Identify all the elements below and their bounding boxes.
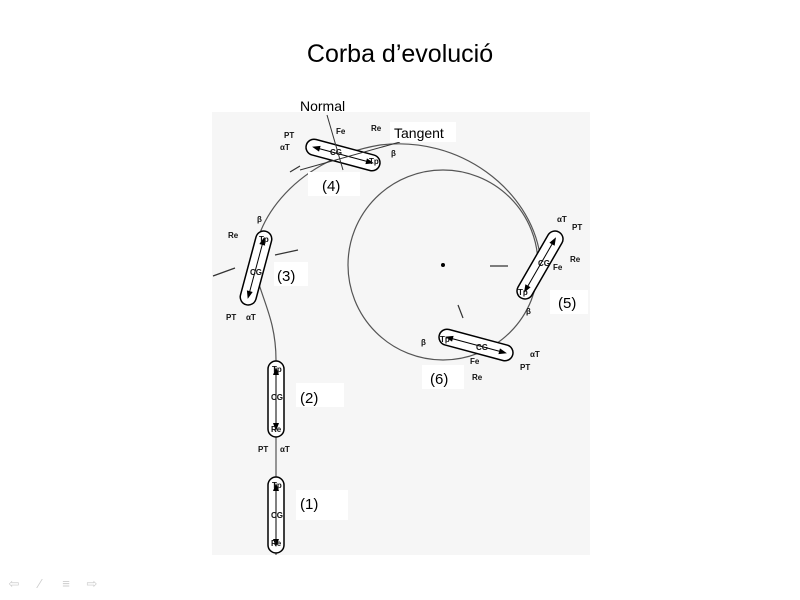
svg-text:Tp: Tp: [272, 365, 282, 374]
svg-text:Tp: Tp: [440, 335, 450, 344]
svg-text:Re: Re: [228, 231, 239, 240]
svg-text:PT: PT: [572, 223, 582, 232]
svg-text:CG: CG: [271, 511, 283, 520]
svg-text:Tp: Tp: [369, 157, 379, 166]
ship-position-1: Tp CG Re: [267, 476, 285, 554]
svg-text:β: β: [421, 338, 426, 347]
position-labels: (1) (2) (3) (4) (5) (6): [274, 172, 588, 520]
svg-text:PT: PT: [226, 313, 236, 322]
svg-text:CG: CG: [538, 259, 550, 268]
position-label-5: (5): [558, 295, 576, 312]
position-label-4: (4): [322, 178, 340, 195]
arrow-left-icon[interactable]: ⇦: [8, 576, 20, 591]
position-label-3: (3): [277, 268, 295, 285]
svg-text:PT: PT: [520, 363, 530, 372]
svg-text:PT: PT: [258, 445, 268, 454]
position-label-2: (2): [300, 390, 318, 407]
svg-text:αT: αT: [557, 215, 567, 224]
svg-text:Fe: Fe: [553, 263, 563, 272]
svg-text:Re: Re: [271, 425, 282, 434]
ship-position-3: Tp CG Re β PT αT: [226, 215, 275, 322]
tangent-label: Tangent: [394, 125, 444, 141]
normal-label: Normal: [300, 98, 345, 114]
svg-text:PT: PT: [284, 131, 294, 140]
pen-icon[interactable]: ∕: [38, 576, 42, 591]
svg-text:CG: CG: [476, 343, 488, 352]
slide-navigation: ⇦ ∕ ≡ ⇨: [6, 577, 100, 591]
svg-text:αT: αT: [280, 143, 290, 152]
svg-text:CG: CG: [271, 393, 283, 402]
svg-text:β: β: [526, 307, 531, 316]
ship-position-2: Tp CG Re PT αT: [258, 360, 290, 454]
slide-title: Corba d’evolució: [306, 40, 494, 68]
ship-position-5: CG Tp Fe Re PT αT β: [513, 215, 582, 316]
svg-text:CG: CG: [330, 148, 342, 157]
position-label-6: (6): [430, 371, 448, 388]
trajectory-path: [253, 143, 541, 555]
svg-text:Tp: Tp: [518, 288, 528, 297]
svg-text:αT: αT: [530, 350, 540, 359]
svg-text:Tp: Tp: [272, 481, 282, 490]
svg-text:Fe: Fe: [470, 357, 480, 366]
radial-marks: [212, 165, 508, 319]
svg-text:Re: Re: [472, 373, 483, 382]
svg-text:Fe: Fe: [336, 127, 346, 136]
svg-text:β: β: [391, 149, 396, 158]
arrow-right-icon[interactable]: ⇨: [86, 576, 98, 591]
svg-text:Re: Re: [570, 255, 581, 264]
position-label-1: (1): [300, 496, 318, 513]
menu-icon[interactable]: ≡: [62, 576, 70, 591]
turning-center: [441, 263, 445, 267]
ship-position-6: Tp CG Fe Re PT αT β: [421, 326, 540, 382]
svg-text:αT: αT: [280, 445, 290, 454]
svg-text:αT: αT: [246, 313, 256, 322]
svg-text:Re: Re: [271, 539, 282, 548]
svg-text:CG: CG: [250, 268, 262, 277]
svg-text:Re: Re: [371, 124, 382, 133]
ship-position-4: CG Tp Fe Re PT αT β: [280, 114, 401, 174]
svg-text:β: β: [257, 215, 262, 224]
svg-text:Tp: Tp: [259, 235, 269, 244]
